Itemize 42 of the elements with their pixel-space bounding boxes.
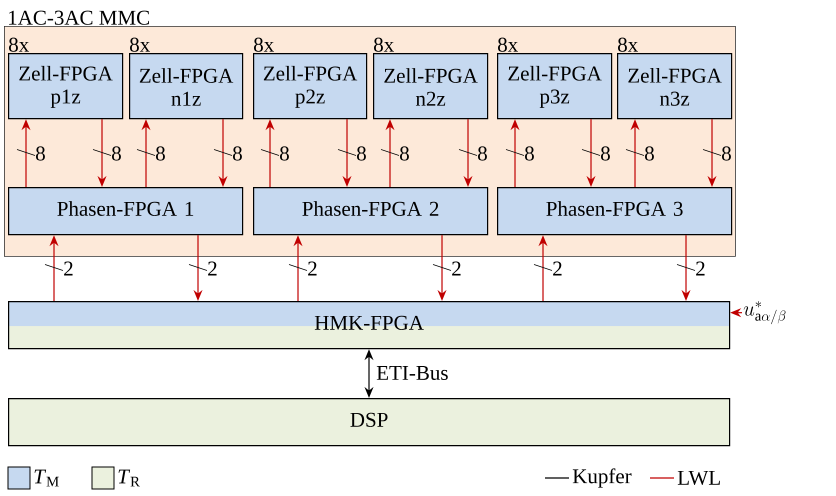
group-title: 1AC-3AC MMC bbox=[9, 10, 149, 25]
edge-label: 8 bbox=[112, 146, 121, 161]
edge-label: 2 bbox=[308, 262, 317, 276]
fpga-box: Zell-FPGA p1z 8x bbox=[8, 38, 124, 120]
edge-label: 8 bbox=[233, 146, 242, 161]
fpga-box: Phasen-FPGA 1 bbox=[8, 187, 244, 236]
fpga-box: Phasen-FPGA 2 bbox=[253, 187, 488, 236]
edge-label: 2 bbox=[208, 262, 217, 276]
fpga-box: Zell-FPGA n3z 8x bbox=[617, 38, 732, 120]
edge-label: 8 bbox=[645, 146, 654, 161]
edge-label: 2 bbox=[64, 262, 73, 276]
edge-label: 8 bbox=[36, 146, 45, 161]
edge-label: 8 bbox=[478, 146, 487, 161]
edge-label: 8 bbox=[722, 146, 731, 161]
count-label: 8x bbox=[498, 38, 518, 52]
count-label: 8x bbox=[130, 38, 150, 52]
count-label: 8x bbox=[254, 38, 274, 52]
edge-label: 2 bbox=[696, 262, 705, 276]
edge-label: 8 bbox=[280, 146, 289, 161]
fpga-box: Phasen-FPGA 3 bbox=[497, 187, 732, 236]
edge-label: 8 bbox=[400, 146, 409, 161]
processor-box: DSP bbox=[8, 398, 730, 446]
legend-label: T$_{R}$ bbox=[118, 470, 140, 486]
fpga-box: Zell-FPGA p3z 8x bbox=[497, 38, 612, 120]
edge-label: ETI-Bus bbox=[376, 366, 448, 380]
edge-label: 2 bbox=[553, 262, 562, 276]
legend-label: T$_{M}$ bbox=[34, 470, 59, 486]
count-label: 8x bbox=[618, 38, 638, 52]
input-signal: $u^{*}_{\mathrm{a}\alpha/\beta}$ bbox=[744, 301, 786, 324]
edge-label: 8 bbox=[525, 146, 534, 161]
fpga-box: Zell-FPGA n1z 8x bbox=[129, 38, 244, 120]
edge-label: 2 bbox=[452, 262, 461, 276]
controller-box: HMK-FPGA bbox=[8, 301, 730, 350]
fpga-box: Zell-FPGA n2z 8x bbox=[373, 38, 488, 120]
edge-label: 8 bbox=[156, 146, 165, 161]
count-label: 8x bbox=[9, 38, 29, 52]
legend-label: LWL bbox=[678, 470, 720, 486]
fpga-box: Zell-FPGA p2z 8x bbox=[253, 38, 368, 120]
edge-label: 8 bbox=[601, 146, 610, 161]
count-label: 8x bbox=[374, 38, 394, 52]
edge-label: 8 bbox=[357, 146, 366, 161]
legend-label: Kupfer bbox=[572, 468, 632, 488]
